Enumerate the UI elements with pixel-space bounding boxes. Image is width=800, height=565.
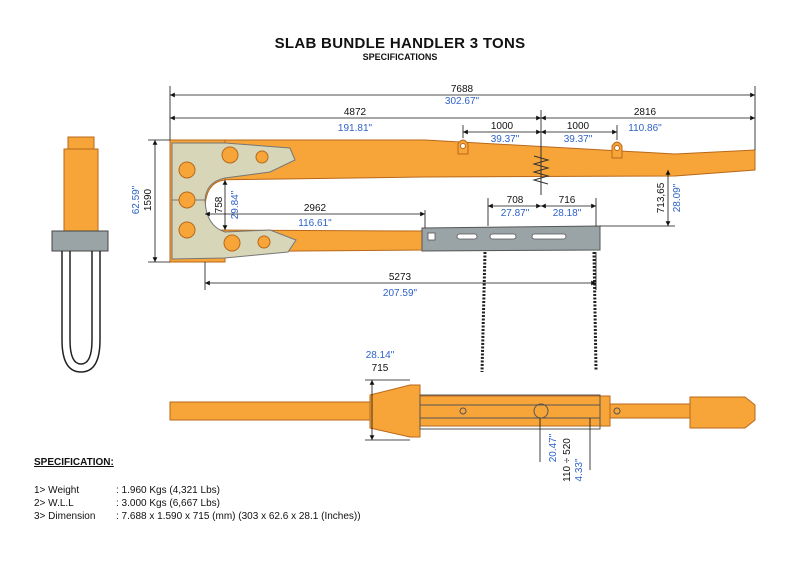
dim-pitch-right-mm: 1000 [567, 121, 590, 132]
dim-bar-right-mm: 716 [559, 195, 576, 206]
dim-bar-left-in: 27.87" [501, 208, 530, 219]
dim-adj-in-a: 20.47" [548, 433, 559, 462]
plan-end-cap [689, 396, 756, 429]
dim-left-in: 191.81" [338, 123, 373, 134]
spec-row-wll: 2> W.L.L : 3.000 Kgs (6,667 Lbs) [34, 497, 361, 510]
side-dimension-lines [148, 86, 756, 290]
dim-lower-arm-in: 116.61" [298, 218, 332, 229]
dim-plan-width-mm: 715 [372, 363, 389, 374]
dim-right-mm: 2816 [634, 107, 657, 118]
plan-view [169, 379, 756, 470]
center-spring [532, 140, 550, 195]
spec-value: : 1.960 Kgs (4,321 Lbs) [116, 485, 220, 496]
lifting-bar-slots [427, 232, 567, 241]
spec-label: 1> Weight [34, 485, 80, 496]
plan-tail [609, 403, 691, 419]
plan-rails [419, 394, 621, 430]
end-view-top-plate [67, 136, 95, 150]
dim-plan-width-in: 28.14" [366, 350, 395, 361]
dim-pitch-left-mm: 1000 [491, 121, 514, 132]
dim-throat-in: 29.84" [230, 190, 241, 219]
spec-label: 2> W.L.L [34, 498, 74, 509]
dim-left-mm: 4872 [344, 107, 367, 118]
dim-side-height-in: 28.09" [672, 183, 683, 212]
spec-value: : 3.000 Kgs (6,667 Lbs) [116, 498, 220, 509]
end-view-base [51, 230, 109, 252]
head-holes [178, 146, 271, 252]
dim-right-in: 110.86" [628, 123, 662, 134]
dim-bar-left-mm: 708 [507, 195, 524, 206]
chains [480, 251, 598, 373]
spec-value: : 7.688 x 1.590 x 715 (mm) (303 x 62.6 x… [116, 511, 361, 522]
lifting-lugs [457, 139, 623, 159]
plan-head [369, 384, 421, 438]
dim-reach-in: 207.59" [383, 288, 418, 299]
spec-row-dimension: 3> Dimension : 7.688 x 1.590 x 715 (mm) … [34, 510, 361, 523]
dim-reach-mm: 5273 [389, 272, 412, 283]
dim-overall-mm: 7688 [451, 84, 474, 95]
plan-frame [419, 395, 611, 427]
dim-height-in: 62.59" [131, 185, 142, 214]
dim-bar-right-in: 28.18" [553, 208, 582, 219]
side-view [148, 86, 756, 373]
spec-row-weight: 1> Weight : 1.960 Kgs (4,321 Lbs) [34, 484, 361, 497]
spec-label: 3> Dimension [34, 511, 96, 522]
dim-pitch-left-in: 39.37" [491, 134, 520, 145]
end-view-column [63, 148, 99, 232]
dim-height-mm: 1590 [143, 188, 154, 211]
dim-adj-mm: 110 ÷ 520 [562, 438, 573, 482]
dim-side-height-mm: 713,65 [656, 182, 667, 213]
specification-heading: SPECIFICATION: [34, 457, 114, 468]
drawing-title: SLAB BUNDLE HANDLER 3 TONS [274, 35, 526, 52]
dimension-texts: 7688 302.67" 4872 191.81" 1000 39.37" 10… [131, 84, 683, 482]
end-view-chains [61, 251, 101, 373]
dim-adj-in-b: 4.33" [574, 458, 585, 481]
plan-dimension-lines [365, 379, 591, 470]
drawing-subtitle: SPECIFICATIONS [362, 52, 438, 62]
dim-throat-mm: 758 [214, 196, 225, 213]
specification-block: SPECIFICATION: 1> Weight : 1.960 Kgs (4,… [34, 456, 361, 523]
plan-arm [169, 401, 371, 421]
dim-overall-in: 302.67" [445, 96, 480, 107]
dim-lower-arm-mm: 2962 [304, 203, 327, 214]
end-view [51, 136, 109, 373]
dim-pitch-right-in: 39.37" [564, 134, 593, 145]
